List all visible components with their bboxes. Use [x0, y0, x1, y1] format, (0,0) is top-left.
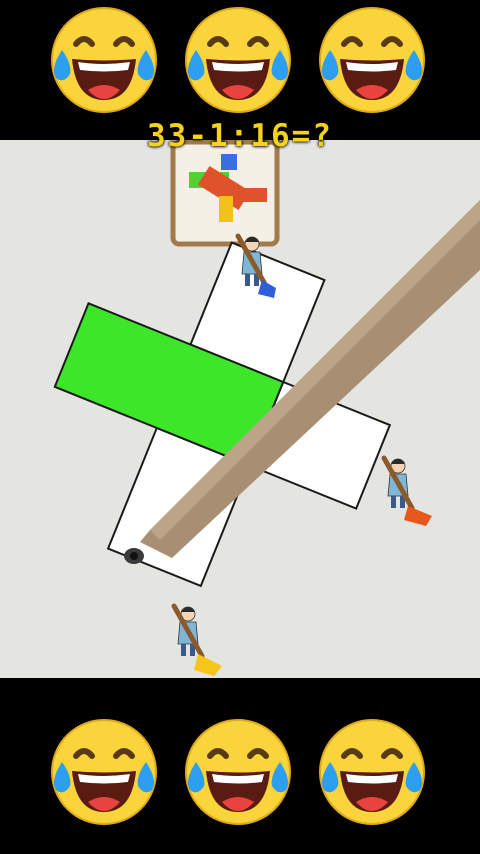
- laughing-emoji-icon: [48, 4, 160, 116]
- sweeper-character: [384, 458, 432, 526]
- laughing-emoji-icon: [182, 716, 294, 828]
- goal-preview-icon: [170, 140, 280, 247]
- laughing-emoji-icon: [316, 716, 428, 828]
- game-scene[interactable]: [0, 140, 480, 678]
- sweeper-character: [238, 236, 276, 298]
- bottom-emoji-band: [0, 678, 480, 854]
- laughing-emoji-icon: [182, 4, 294, 116]
- laughing-emoji-icon: [48, 716, 160, 828]
- top-emoji-band: [0, 0, 480, 140]
- laughing-emoji-icon: [316, 4, 428, 116]
- puzzle-equation: 33-1:16=?: [147, 118, 333, 154]
- stylus-pen: [124, 200, 480, 564]
- sweeper-character: [174, 606, 222, 676]
